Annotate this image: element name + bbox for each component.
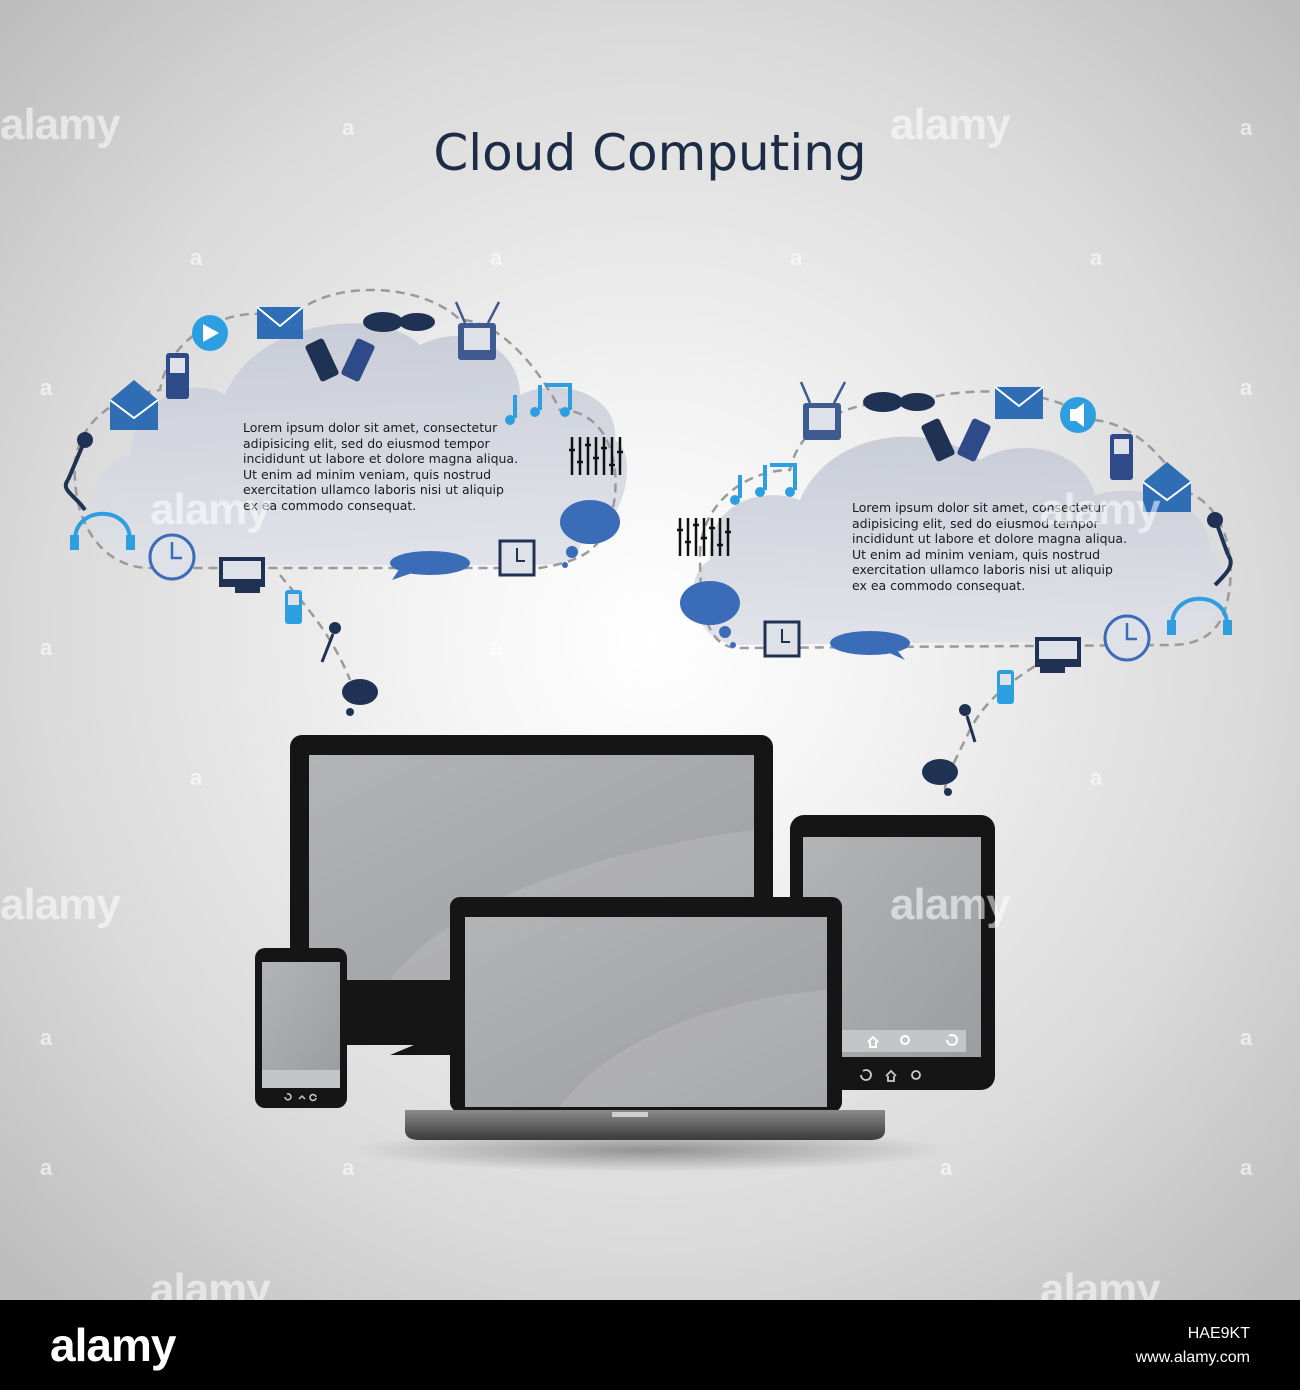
cloud-text-line: Ut enim ad minim veniam, quis nostrud bbox=[852, 546, 1101, 562]
watermark-mark: a bbox=[1090, 765, 1103, 790]
left-cloud-text: Lorem ipsum dolor sit amet, consectetur … bbox=[243, 420, 518, 513]
mobile-pair-icon bbox=[305, 338, 375, 382]
cloud-text-line: Lorem ipsum dolor sit amet, consectetur bbox=[243, 420, 498, 435]
watermark-mark: a bbox=[190, 245, 203, 270]
cloud-text-line: incididunt ut labore et dolore magna ali… bbox=[852, 531, 1128, 546]
cloud-text-line: adipisicing elit, sed do eiusmod tempor bbox=[852, 515, 1099, 531]
smartphone bbox=[255, 948, 347, 1108]
page-title: Cloud Computing bbox=[433, 124, 867, 182]
site-url[interactable]: www.alamy.com bbox=[1135, 1349, 1250, 1366]
watermark-mark: a bbox=[1240, 1155, 1253, 1180]
video-icon bbox=[192, 315, 228, 351]
footer-bar: alamy HAE9KT www.alamy.com bbox=[0, 1300, 1300, 1390]
cloud-computing-illustration: Cloud Computing Lorem ipsum dolor sit am… bbox=[0, 0, 1300, 1300]
watermark: alamy bbox=[890, 880, 1011, 929]
watermark: alamy bbox=[0, 100, 121, 149]
thought-cloud-icon bbox=[680, 581, 740, 648]
monitor-icon bbox=[1035, 637, 1081, 673]
watermark-mark: a bbox=[1240, 1025, 1253, 1050]
chat-bubbles-icon bbox=[363, 312, 435, 332]
watermark: alamy bbox=[150, 485, 271, 534]
thought-cloud-dark-icon bbox=[922, 759, 958, 796]
watermark-mark: a bbox=[1240, 375, 1253, 400]
speech-bubble-icon bbox=[390, 551, 470, 580]
microphone-small-icon bbox=[320, 622, 341, 663]
watermark-mark: a bbox=[190, 765, 203, 790]
clock-icon bbox=[148, 533, 196, 581]
watermark: alamy bbox=[0, 880, 121, 929]
thought-cloud-icon bbox=[560, 500, 620, 568]
cloud-text-line: Ut enim ad minim veniam, quis nostrud bbox=[243, 466, 492, 482]
cloud-text-line: ex ea commodo consequat. bbox=[852, 577, 1026, 593]
watermark-mark: a bbox=[40, 1155, 53, 1180]
headphones-icon bbox=[1167, 596, 1232, 635]
monitor-icon bbox=[219, 557, 265, 593]
watermark: alamy bbox=[890, 100, 1011, 149]
watermark-mark: a bbox=[490, 245, 503, 270]
watermark: alamy bbox=[1040, 1265, 1161, 1300]
illustration-graphics bbox=[63, 288, 1233, 1172]
watermark-mark: a bbox=[1240, 115, 1253, 140]
headphones-icon bbox=[70, 511, 135, 550]
clock-icon bbox=[1103, 614, 1151, 662]
left-cloud-icons bbox=[63, 301, 623, 716]
phone-small-icon bbox=[285, 590, 302, 624]
chat-bubbles-icon bbox=[863, 392, 935, 412]
envelope-open-icon bbox=[109, 380, 159, 430]
watermark-mark: a bbox=[40, 1025, 53, 1050]
thought-cloud-dark-icon bbox=[342, 679, 378, 716]
clock-square-icon bbox=[763, 620, 801, 658]
right-cloud-icons bbox=[677, 381, 1233, 796]
image-id: HAE9KT bbox=[1187, 1325, 1250, 1342]
microphone-icon bbox=[1207, 512, 1233, 587]
music-notes-icon bbox=[505, 383, 572, 425]
right-cloud-text: Lorem ipsum dolor sit amet, consectetur … bbox=[852, 500, 1127, 593]
watermark-mark: a bbox=[342, 1155, 355, 1180]
watermark-mark: a bbox=[490, 635, 503, 660]
watermark-mark: a bbox=[342, 115, 355, 140]
clock-square-icon bbox=[498, 539, 536, 577]
cloud-text-line: exercitation ullamco laboris nisi ut ali… bbox=[243, 482, 504, 497]
phone-small-icon bbox=[997, 670, 1014, 704]
cloud-text-line: incididunt ut labore et dolore magna ali… bbox=[243, 451, 519, 466]
speech-bubble-icon bbox=[830, 631, 910, 660]
cloud-text-line: Lorem ipsum dolor sit amet, consectetur bbox=[852, 500, 1107, 515]
tv-icon bbox=[799, 381, 847, 440]
tv-icon bbox=[454, 301, 501, 360]
music-notes-icon bbox=[730, 463, 797, 505]
microphone-small-icon bbox=[959, 704, 977, 743]
watermark-mark: a bbox=[1090, 245, 1103, 270]
image-info: HAE9KT www.alamy.com bbox=[1136, 1322, 1250, 1370]
equalizer-icon bbox=[677, 518, 731, 556]
watermark-mark: a bbox=[40, 635, 53, 660]
watermark-mark: a bbox=[940, 1155, 953, 1180]
microphone-icon bbox=[63, 432, 93, 512]
phone-icon bbox=[166, 353, 189, 399]
laptop bbox=[405, 897, 885, 1140]
cloud-text-line: exercitation ullamco laboris nisi ut ali… bbox=[852, 562, 1113, 577]
devices bbox=[255, 735, 995, 1172]
watermark-mark: a bbox=[790, 245, 803, 270]
envelope-open-icon bbox=[1142, 462, 1192, 512]
cloud-text-line: ex ea commodo consequat. bbox=[243, 497, 417, 513]
equalizer-icon bbox=[569, 437, 623, 475]
watermark: alamy bbox=[1040, 485, 1161, 534]
watermark-mark: a bbox=[40, 375, 53, 400]
phone-icon bbox=[1110, 434, 1133, 480]
mail-icon bbox=[994, 386, 1044, 419]
watermark: alamy bbox=[150, 1265, 271, 1300]
mail-icon bbox=[256, 306, 304, 339]
speaker-icon bbox=[1060, 397, 1096, 433]
mobile-pair-icon bbox=[921, 418, 991, 462]
cloud-text-line: adipisicing elit, sed do eiusmod tempor bbox=[243, 435, 490, 451]
alamy-logo[interactable]: alamy bbox=[50, 1319, 176, 1371]
